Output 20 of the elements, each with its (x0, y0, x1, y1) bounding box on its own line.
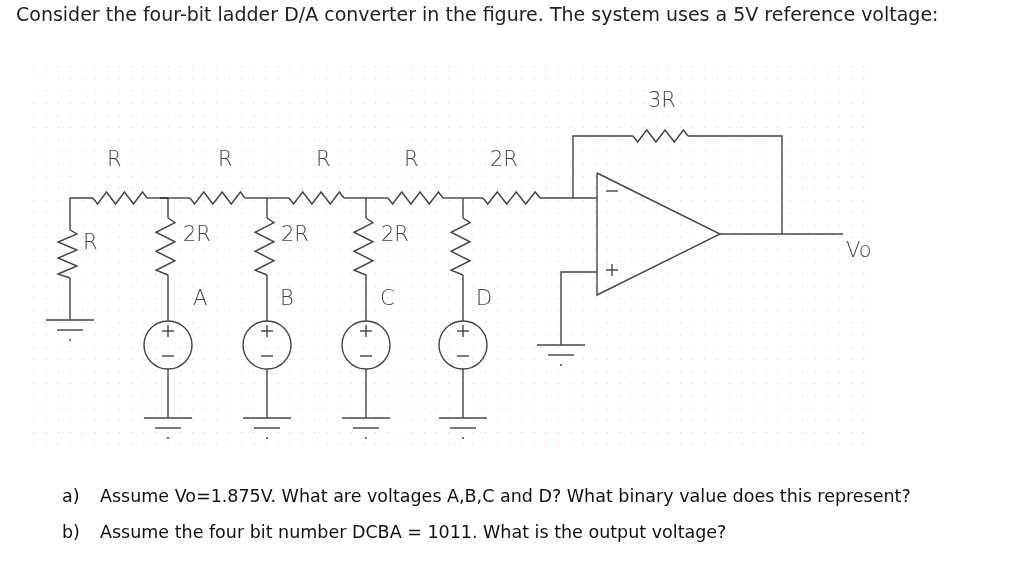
component-label: A (193, 286, 208, 310)
component-label: R (83, 230, 98, 254)
title: Consider the four-bit ladder D/A converter in the figure. The system uses a 5V reference voltage: (16, 3, 939, 25)
component-label: 2R (381, 222, 409, 246)
component-label: B (280, 286, 294, 310)
component-label: R (218, 147, 233, 171)
question-text: a) (62, 486, 80, 506)
component-label: 2R (183, 222, 211, 246)
component-label: C (380, 286, 395, 310)
component-label: R (404, 147, 419, 171)
component-label: R (107, 147, 122, 171)
component-label: Vo (846, 238, 872, 262)
component-label: 3R (648, 88, 676, 112)
component-label: D (476, 286, 493, 310)
question-marker: Assume Vo=1.875V. What are voltages A,B,C and D? What binary value does this represent? (100, 486, 911, 506)
question-marker: Assume the four bit number DCBA = 1011. What is the output voltage? (100, 522, 727, 542)
component-label: R (316, 147, 331, 171)
component-label: 2R (281, 222, 309, 246)
component-label: 2R (490, 147, 518, 171)
question-text: b) (62, 522, 80, 542)
